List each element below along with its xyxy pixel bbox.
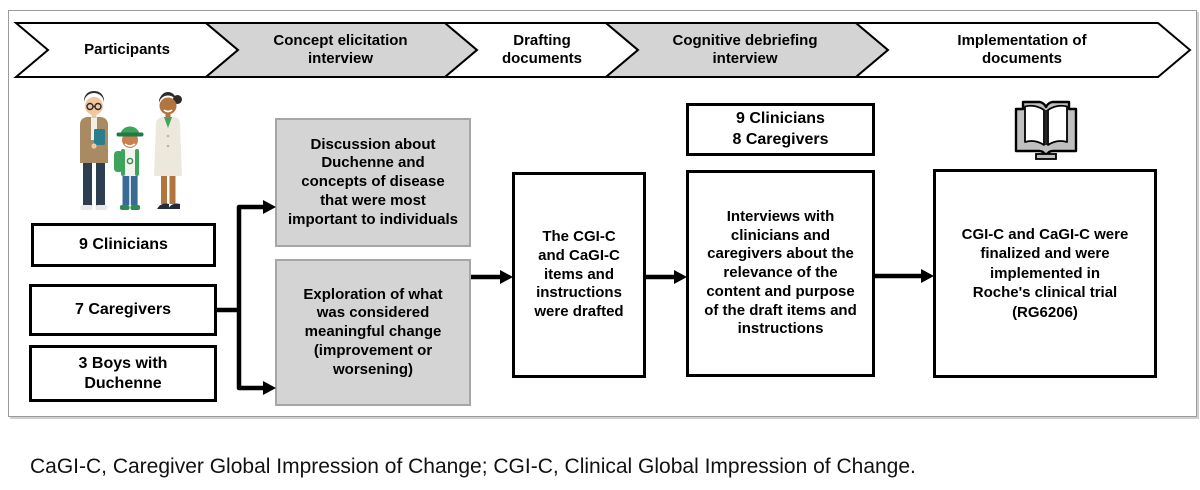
clinicians-count-label: 9 Clinicians <box>79 236 168 253</box>
chevron-implementation <box>853 22 1192 78</box>
debriefing-clinicians-count: 9 Clinicians <box>736 109 825 127</box>
discussion-text: Discussion about Duchenne and concepts o… <box>288 135 459 228</box>
drafting-box: The CGI-C and CaGI-C items and instructi… <box>512 172 646 378</box>
interviews-box: Interviews with clinicians and caregiver… <box>686 170 875 377</box>
stage-label-text: Participants <box>84 40 170 58</box>
stage-label-cognitive-debriefing: Cognitive debriefing interview <box>630 22 860 78</box>
caregivers-count-box: 7 Caregivers <box>29 284 217 336</box>
debriefing-counts-box: 9 Clinicians 8 Caregivers <box>686 103 875 156</box>
stage-label-text: Concept elicitation interview <box>273 31 408 67</box>
stage-label-drafting: Drafting documents <box>468 22 616 78</box>
implementation-text: CGI-C and CaGI-C were finalized and were… <box>961 225 1129 321</box>
boy-figure <box>114 126 144 210</box>
open-book-icon <box>1014 100 1078 160</box>
debriefing-caregivers-count: 8 Caregivers <box>732 130 829 148</box>
exploration-box: Exploration of what was considered meani… <box>275 259 471 406</box>
boys-count-box: 3 Boys with Duchenne <box>29 345 217 402</box>
implementation-box: CGI-C and CaGI-C were finalized and were… <box>933 169 1157 378</box>
clinicians-count-box: 9 Clinicians <box>31 223 216 267</box>
caregiver-figure <box>80 91 108 210</box>
exploration-text: Exploration of what was considered meani… <box>303 285 443 378</box>
stage-label-text: Implementation of documents <box>957 31 1087 67</box>
stage-label-text: Cognitive debriefing interview <box>672 31 818 67</box>
boys-count-label: 3 Boys with Duchenne <box>78 355 168 392</box>
process-chevron-band <box>13 22 1192 78</box>
discussion-box: Discussion about Duchenne and concepts o… <box>275 118 471 247</box>
stage-label-participants: Participants <box>46 22 208 78</box>
drafting-text: The CGI-C and CaGI-C items and instructi… <box>534 228 624 321</box>
clinician-figure <box>154 92 182 209</box>
stage-label-implementation: Implementation of documents <box>884 22 1160 78</box>
people-illustration <box>80 91 182 210</box>
interviews-text: Interviews with clinicians and caregiver… <box>704 207 857 338</box>
caregivers-count-label: 7 Caregivers <box>74 301 172 318</box>
stage-label-text: Drafting documents <box>501 31 582 67</box>
abbreviations-footnote: CaGI-C, Caregiver Global Impression of C… <box>30 455 916 478</box>
stage-label-concept-elicitation: Concept elicitation interview <box>238 22 443 78</box>
